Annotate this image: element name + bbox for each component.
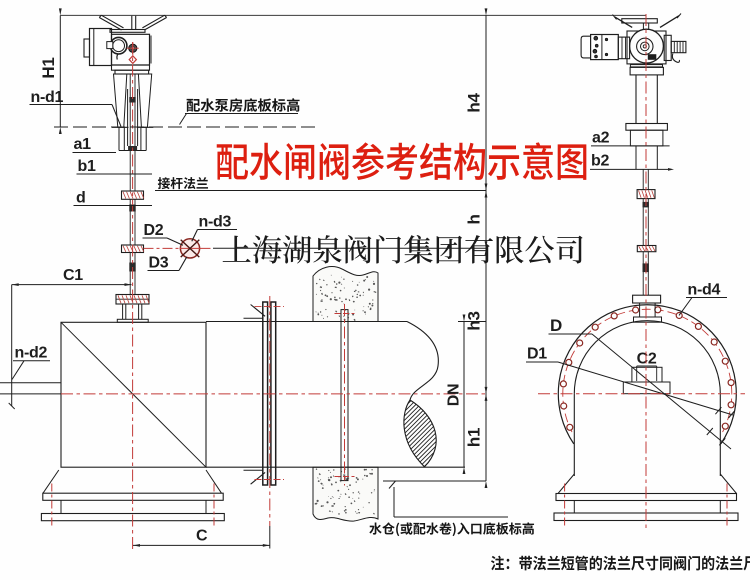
svg-text:h: h xyxy=(465,214,484,224)
svg-text:D: D xyxy=(550,316,562,335)
svg-text:a2: a2 xyxy=(592,130,610,147)
svg-text:d: d xyxy=(76,190,85,207)
svg-text:C: C xyxy=(196,528,208,545)
svg-text:H1: H1 xyxy=(39,57,58,78)
svg-text:D3: D3 xyxy=(149,255,169,272)
svg-text:D2: D2 xyxy=(144,222,164,239)
svg-text:a1: a1 xyxy=(74,136,92,153)
svg-text:b2: b2 xyxy=(591,153,609,170)
svg-text:n-d4: n-d4 xyxy=(688,282,721,299)
svg-text:DN: DN xyxy=(446,384,463,407)
svg-text:h4: h4 xyxy=(465,93,484,113)
svg-text:n-d3: n-d3 xyxy=(199,214,232,231)
svg-text:C1: C1 xyxy=(63,267,83,284)
svg-text:h1: h1 xyxy=(465,428,484,447)
svg-text:n-d1: n-d1 xyxy=(31,89,64,106)
svg-text:D1: D1 xyxy=(527,346,547,363)
svg-text:h3: h3 xyxy=(465,311,484,330)
svg-text:b1: b1 xyxy=(78,158,96,175)
svg-text:C2: C2 xyxy=(637,351,657,368)
svg-text:n-d2: n-d2 xyxy=(15,345,48,362)
